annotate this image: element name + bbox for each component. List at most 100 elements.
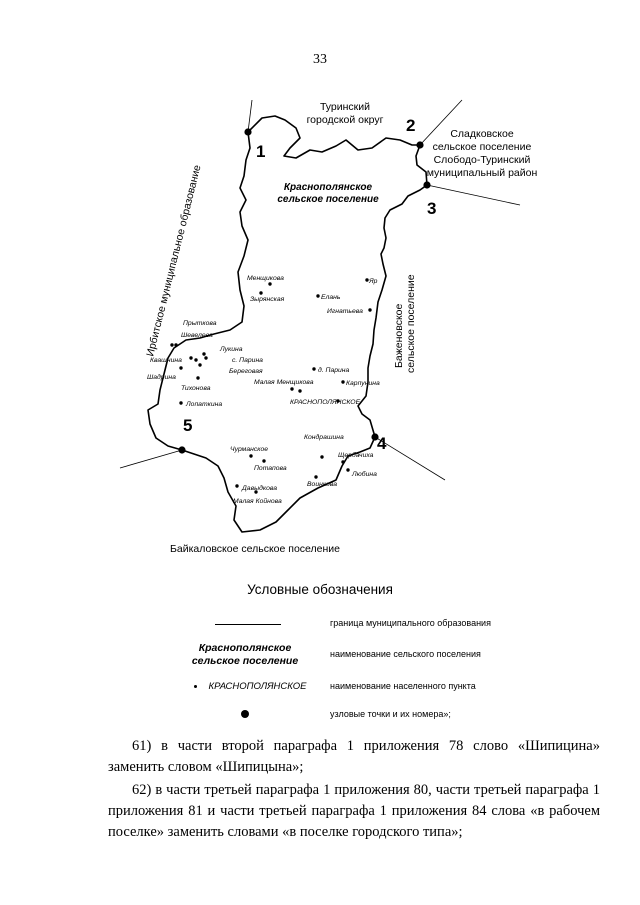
place-dot-shadrina [179,366,183,370]
place-dot-krasnopolyanskoe [336,399,340,403]
place-kvashnina: Квашнина [150,357,182,364]
place-dot-icon [193,684,197,688]
neighbor-sloboda-line2: муниципальный район [427,167,538,179]
place-shcherbachikha: Щербачиха [338,451,374,459]
place-dot-potapova [262,459,266,463]
place-ignatyeva: Игнатьева [327,308,363,315]
neighbor-sloboda-line1: Слободо-Туринский [434,154,531,166]
settlement-label-line1: Краснополянское [284,182,373,193]
place-labels: Менщикова Зырянская Елань Яр Игнатьева П… [147,275,380,505]
neighbor-turinsky-line2: городской округ [307,114,384,126]
node-point-3 [423,181,431,189]
place-elan: Елань [321,294,341,301]
neighbor-bazhenovskoe-line1: Баженовское [393,304,405,368]
place-lopatkina: Лопаткина [185,401,222,408]
place-zyryanskaya: Зырянская [250,296,285,303]
place-d-parina: д. Парина [318,366,350,374]
boundary-line-south-east [374,436,446,481]
node-number-4: 4 [377,434,387,453]
boundary-line-north-west [247,99,253,133]
node-number-3: 3 [427,199,436,218]
legend-settlement-label: наименование сельского поселения [330,649,481,659]
place-dot-karpunina [341,380,345,384]
place-lyubina: Любина [351,470,377,478]
node-point-icon [241,710,249,718]
paragraph-62: 62) в части третьей параграфа 1 приложен… [108,782,600,840]
place-dot-zyryanskaya [259,291,263,295]
neighbor-sladkovskoe-line2: сельское поселение [433,141,532,153]
neighbor-irbitskoe: Ирбитское муниципальное образование [144,164,203,358]
place-dot-malaya-koynova [254,490,258,494]
place-s-parina: с. Парина [232,357,263,364]
legend-settlement-sample-line1: Краснополянское [198,642,292,654]
node-number-1: 1 [256,142,265,161]
place-tikhonova: Тихонова [181,385,211,392]
node-point-2 [416,141,424,149]
place-dot-malaya-menshchikova-2 [298,389,302,393]
legend-title: Условные обозначения [247,582,393,597]
boundary-line-north-east [419,99,463,146]
place-dot-beregovaya [198,363,202,367]
node-points [178,128,431,454]
legend-node-label: узловые точки и их номера»; [330,709,451,719]
legend-place-sample: КРАСНОПОЛЯНСКОЕ [165,680,335,692]
place-davydkova: Давыдкова [241,484,277,492]
place-shadrina: Шадрина [147,373,176,381]
place-dot-davydkova [235,484,239,488]
node-number-2: 2 [406,116,415,135]
place-dot-yar [365,278,369,282]
place-kondrashina: Кондрашина [304,433,344,441]
legend-row-settlement: Краснополянское сельское поселение наиме… [0,642,640,670]
place-karpunina: Карпунина [346,380,380,387]
place-dot-d-parina [312,367,316,371]
node-number-5: 5 [183,416,192,435]
place-dot-lukina [202,352,206,356]
legend-place-sample-text: КРАСНОПОЛЯНСКОЕ [208,681,307,692]
page-number: 33 [313,52,327,67]
node-numbers: 1 2 3 4 5 [183,116,436,453]
legend-boundary-line [215,624,281,625]
place-dot-lyubina [346,468,350,472]
legend-row-boundary: граница муниципального образования [0,616,640,646]
place-krasnopolyanskoe: КРАСНОПОЛЯНСКОЕ [290,399,361,406]
place-dots [170,278,372,494]
place-potapova: Потапова [254,465,287,472]
neighbor-boundaries [119,99,521,481]
place-dot-voinkova [314,475,318,479]
boundary-line-south-west [119,449,183,469]
legend-settlement-sample: Краснополянское сельское поселение [160,642,330,668]
neighbor-sladkovskoe-line1: Сладковское [450,128,513,140]
place-dot-lopatkina [179,401,183,405]
legend-row-place: КРАСНОПОЛЯНСКОЕ наименование населенного… [0,680,640,710]
place-shevelevo: Шевелева [181,332,213,339]
neighbor-baykalovskoe: Байкаловское сельское поселение [170,543,340,555]
boundary-line-east [426,184,521,206]
place-lukina: Лукина [219,346,243,353]
place-dot-malaya-menshchikova [290,387,294,391]
legend-node-sample [160,709,330,721]
neighbor-turinsky-line1: Туринский [320,101,370,113]
place-dot-s-parina [204,356,208,360]
place-dot-prytkova [170,343,174,347]
place-dot-churmanskoe [249,454,253,458]
legend-boundary-label: граница муниципального образования [330,618,491,628]
place-dot-ignatyeva [368,308,372,312]
neighbor-bazhenovskoe-line2: сельское поселение [405,274,417,373]
place-voinkova: Воинкова [307,481,337,488]
node-point-1 [244,128,252,136]
neighbor-labels: Туринский городской округ Сладковское се… [144,101,537,555]
place-churmanskoe: Чурманское [230,446,268,453]
place-dot-shcherbachikha [341,460,345,464]
place-dot-tikhonova [196,376,200,380]
place-prytkova: Прыткова [183,320,217,327]
node-point-5 [178,446,186,454]
place-dot-elan [316,294,320,298]
settlement-label: Краснополянское сельское поселение [277,182,379,205]
place-dot-menshchikova [268,282,272,286]
place-beregovaya: Береговая [229,368,263,375]
document-body: 61) в части второй параграфа 1 приложени… [108,736,600,845]
node-point-4 [371,433,379,441]
legend-settlement-sample-line2: сельское поселение [191,655,299,667]
place-dot-kvashnina-2 [194,358,198,362]
legend-row-node: узловые точки и их номера»; [0,709,640,739]
